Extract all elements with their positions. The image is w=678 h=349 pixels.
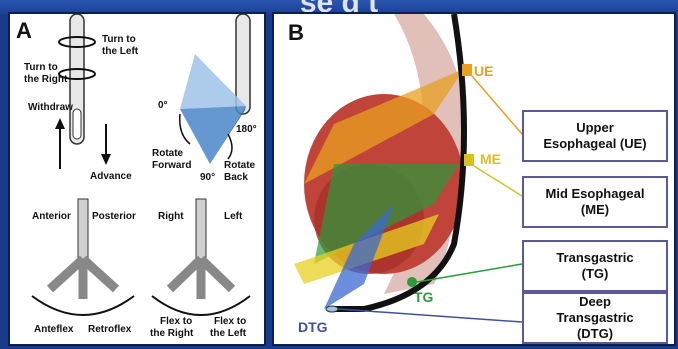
right-label: Right — [158, 211, 184, 222]
probe-manipulation-diagram: Turn to the Left Turn to the Right Withd… — [10, 14, 264, 344]
callout-dtg-line-1: Deep — [579, 294, 611, 310]
dtg-leader — [338, 309, 522, 322]
anteflex-label: Anteflex — [34, 324, 74, 335]
callout-deep-transgastric: Deep Transgastric (DTG) — [522, 292, 668, 344]
imaging-plane-90 — [180, 106, 246, 164]
callout-upper-esophageal: Upper Esophageal (UE) — [522, 110, 668, 162]
rotate-back-label-2: Back — [224, 172, 248, 183]
turn-right-label-1: Turn to — [24, 62, 58, 73]
panel-a-label: A — [16, 18, 32, 44]
tg-text: TG — [414, 289, 434, 305]
flex-right-label-1: Flex to — [160, 316, 192, 327]
angle-0-label: 0° — [158, 100, 168, 111]
callout-me-line-2: (ME) — [581, 202, 609, 218]
turn-left-label-2: the Left — [102, 46, 139, 57]
anterior-label: Anterior — [32, 211, 71, 222]
posterior-label: Posterior — [92, 211, 136, 222]
panel-b: B UE ME TG DTG Upper Esophageal (UE) — [272, 12, 676, 346]
ue-text: UE — [474, 63, 493, 79]
angle-180-label: 180° — [236, 124, 257, 135]
flex-left-label-2: the Left — [210, 328, 247, 339]
callout-ue-line-2: Esophageal (UE) — [543, 136, 646, 152]
turn-right-label-2: the Right — [24, 74, 68, 85]
rotate-forward-label-2: Forward — [152, 160, 191, 171]
callout-transgastric: Transgastric (TG) — [522, 240, 668, 292]
flex-right-label-2: the Right — [150, 328, 194, 339]
ue-marker — [462, 64, 472, 76]
turn-left-label-1: Turn to — [102, 34, 136, 45]
retroflex-label: Retroflex — [88, 324, 132, 335]
ue-leader — [472, 76, 522, 134]
rotate-back-label-1: Rotate — [224, 160, 256, 171]
dtg-marker — [326, 306, 338, 312]
rotate-back-arrow — [228, 134, 232, 159]
me-text: ME — [480, 151, 501, 167]
callout-tg-line-1: Transgastric — [556, 250, 633, 266]
dtg-text: DTG — [298, 319, 328, 335]
panel-a: A Turn t — [8, 12, 266, 346]
advance-label: Advance — [90, 171, 132, 182]
withdraw-label: Withdraw — [28, 102, 73, 113]
angle-90-label: 90° — [200, 172, 215, 183]
probe-window — [73, 109, 81, 139]
callout-mid-esophageal: Mid Esophageal (ME) — [522, 176, 668, 228]
callout-dtg-line-2: Transgastric — [556, 310, 633, 326]
callout-ue-line-1: Upper — [576, 120, 614, 136]
me-marker — [464, 154, 474, 166]
me-leader — [474, 166, 522, 196]
rotate-forward-label-1: Rotate — [152, 148, 184, 159]
tg-marker — [407, 277, 417, 287]
callout-me-line-1: Mid Esophageal — [546, 186, 645, 202]
left-label: Left — [224, 211, 243, 222]
callout-dtg-line-3: (DTG) — [577, 326, 613, 342]
flex-left-label-1: Flex to — [214, 316, 246, 327]
callout-tg-line-2: (TG) — [582, 266, 609, 282]
